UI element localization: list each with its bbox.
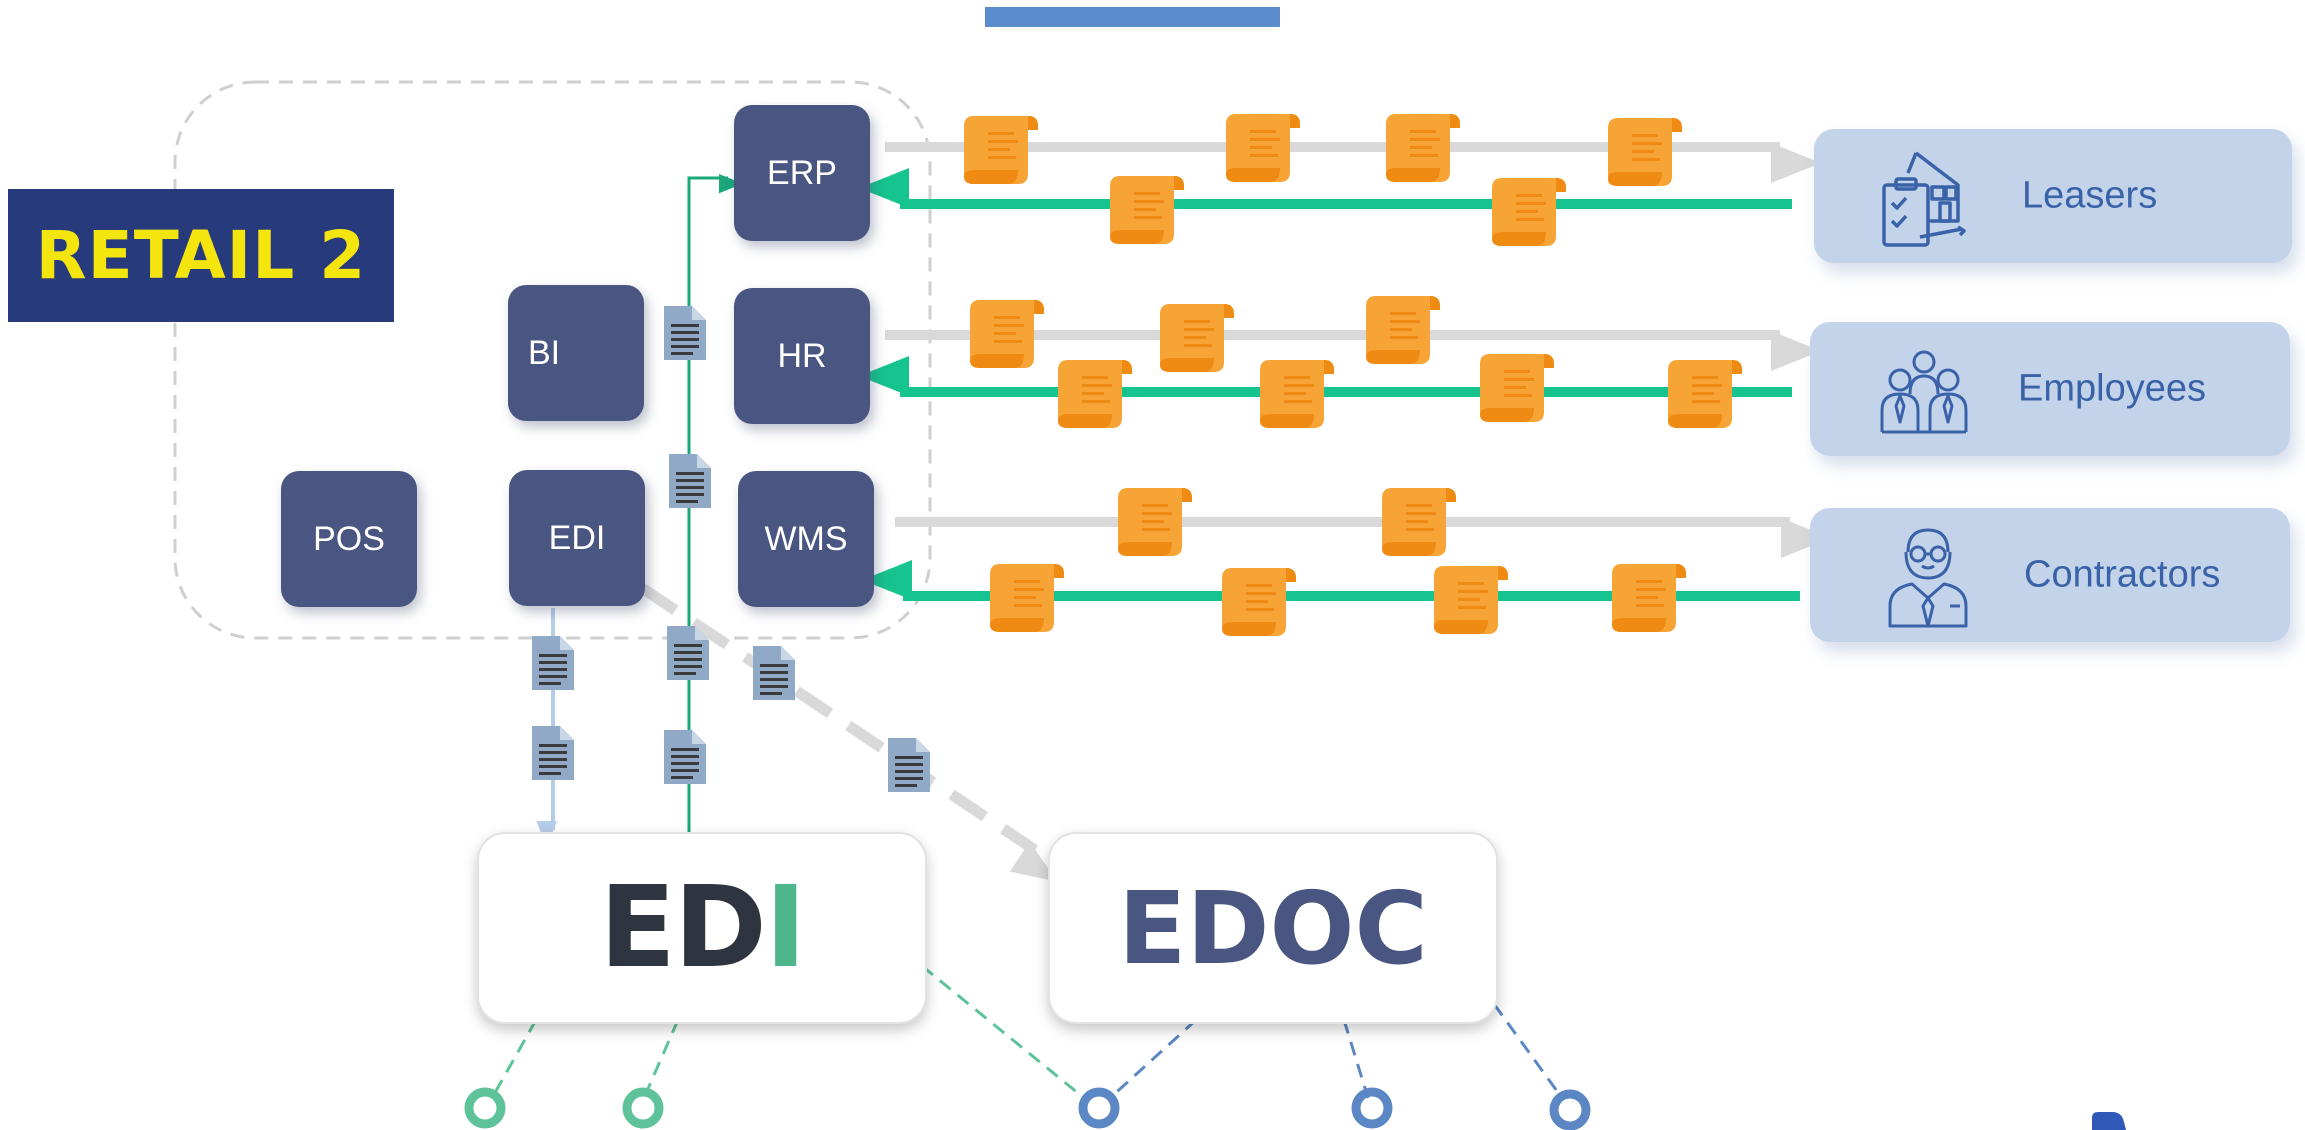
document-icon xyxy=(664,306,706,360)
team-icon xyxy=(1880,350,1968,434)
building-contract-icon xyxy=(1882,151,1966,247)
scroll-icon xyxy=(1118,488,1192,556)
leasers-label: Leasers xyxy=(2022,174,2158,217)
scroll-icon xyxy=(970,300,1044,368)
scroll-icon xyxy=(1492,178,1566,246)
scroll-icon xyxy=(1260,360,1334,428)
contractors-label: Contractors xyxy=(2024,553,2221,596)
edi-platform-logo: EDI xyxy=(599,863,807,993)
network-node-green xyxy=(464,1087,506,1129)
scroll-icon xyxy=(1612,564,1686,632)
edi-logo-main: ED xyxy=(599,863,766,993)
pos-node[interactable]: POS xyxy=(281,471,417,607)
network-node-blue xyxy=(1078,1087,1120,1129)
contractor-person-icon xyxy=(1888,528,1968,628)
scroll-icon xyxy=(990,564,1064,632)
bi-node-label: BI xyxy=(528,333,561,372)
edi-logo-accent: I xyxy=(764,863,807,993)
document-icon xyxy=(664,730,706,784)
network-nodes xyxy=(464,1087,1591,1130)
scroll-icon xyxy=(1110,176,1184,244)
network-node-green xyxy=(622,1087,664,1129)
scroll-icon xyxy=(964,116,1038,184)
erp-node[interactable]: ERP xyxy=(734,105,870,241)
scroll-icon xyxy=(1160,304,1234,372)
hr-node[interactable]: HR xyxy=(734,288,870,424)
network-connectors xyxy=(490,964,1564,1100)
retail-badge-label: RETAIL 2 xyxy=(35,217,367,294)
scroll-icon xyxy=(1608,118,1682,186)
edi-platform[interactable]: EDI xyxy=(477,832,927,1024)
scroll-documents xyxy=(964,114,1742,636)
employees-panel[interactable]: Employees xyxy=(1810,322,2290,456)
edoc-platform-logo: EDOC xyxy=(1118,869,1428,987)
scroll-icon xyxy=(1386,114,1460,182)
incoming-flows xyxy=(859,168,1800,601)
scroll-icon xyxy=(1366,296,1440,364)
scroll-icon xyxy=(1382,488,1456,556)
document-icon xyxy=(888,738,930,792)
edi-node[interactable]: EDI xyxy=(509,470,645,606)
retail-badge: RETAIL 2 xyxy=(8,189,394,322)
bi-node[interactable]: BI xyxy=(508,285,644,421)
pos-node-label: POS xyxy=(313,519,385,558)
wms-node-label: WMS xyxy=(764,519,848,558)
document-icon xyxy=(667,626,709,680)
document-icon xyxy=(532,726,574,780)
network-node-blue xyxy=(1351,1087,1393,1129)
erp-node-label: ERP xyxy=(767,153,837,192)
edi-node-label: EDI xyxy=(548,518,606,557)
employees-label: Employees xyxy=(2018,367,2206,410)
scroll-icon xyxy=(1058,360,1132,428)
document-icon xyxy=(532,636,574,690)
edoc-platform[interactable]: EDOC xyxy=(1048,832,1498,1024)
scroll-icon xyxy=(1222,568,1296,636)
network-node-blue xyxy=(1549,1089,1591,1130)
hr-node-label: HR xyxy=(777,336,827,375)
scroll-icon xyxy=(1434,566,1508,634)
wms-node[interactable]: WMS xyxy=(738,471,874,607)
scroll-icon xyxy=(1668,360,1742,428)
scroll-icon xyxy=(1480,354,1554,422)
partial-logo-icon xyxy=(2092,1112,2126,1130)
header-accent-bar xyxy=(985,7,1280,27)
scroll-icon xyxy=(1226,114,1300,182)
leasers-panel[interactable]: Leasers xyxy=(1814,129,2292,263)
contractors-panel[interactable]: Contractors xyxy=(1810,508,2290,642)
document-icon xyxy=(669,454,711,508)
document-icon xyxy=(753,646,795,700)
